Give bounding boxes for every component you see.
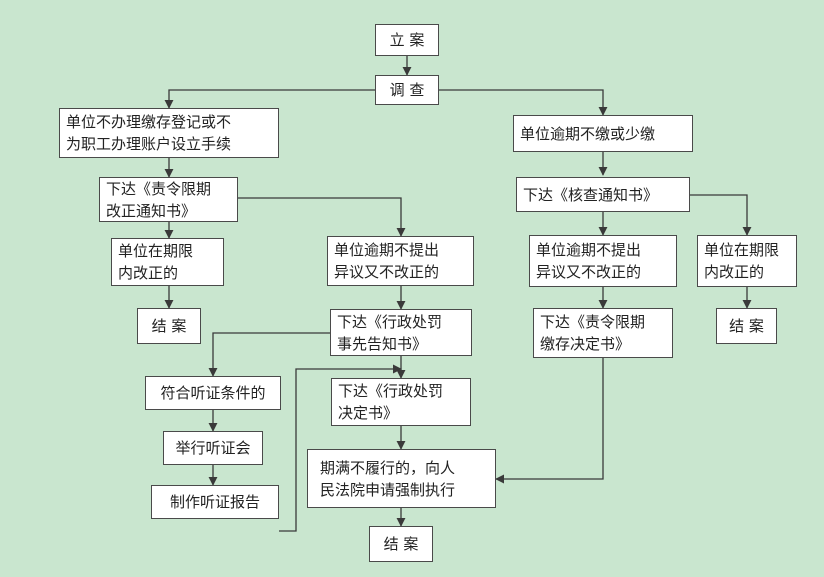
node-right-no-objection: 单位逾期不提出 异议又不改正的 bbox=[529, 235, 677, 287]
connector-order-to-no-objection bbox=[238, 197, 406, 237]
node-admin-penalty-prior-notice: 下达《行政处罚 事先告知书》 bbox=[330, 309, 472, 356]
connector-verify-to-right-corrected bbox=[690, 194, 752, 236]
node-order-correction: 下达《责令限期 改正通知书》 bbox=[99, 177, 238, 222]
node-admin-penalty-decision: 下达《行政处罚 决定书》 bbox=[331, 378, 471, 426]
connector-report-to-decision bbox=[279, 364, 402, 532]
node-hold-hearing: 举行听证会 bbox=[163, 431, 263, 465]
node-overdue-apply-court: 期满不履行的，向人 民法院申请强制执行 bbox=[307, 449, 496, 508]
node-hearing-report: 制作听证报告 bbox=[151, 485, 279, 519]
node-file-case: 立 案 bbox=[375, 24, 439, 56]
node-right-corrected-in-time: 单位在期限 内改正的 bbox=[697, 235, 797, 287]
node-left-corrected-in-time: 单位在期限 内改正的 bbox=[111, 238, 224, 286]
node-close-left: 结 案 bbox=[137, 308, 201, 344]
node-left-branch-cause: 单位不办理缴存登记或不 为职工办理账户设立手续 bbox=[59, 108, 279, 158]
node-right-branch-cause: 单位逾期不缴或少缴 bbox=[513, 115, 693, 152]
node-close-final: 结 案 bbox=[369, 526, 433, 562]
node-investigate: 调 查 bbox=[375, 75, 439, 105]
connector-deposit-to-court bbox=[495, 358, 604, 484]
node-close-right: 结 案 bbox=[716, 308, 777, 344]
connector-prior-notice-to-hearing bbox=[208, 332, 330, 377]
node-left-no-objection: 单位逾期不提出 异议又不改正的 bbox=[327, 236, 474, 286]
node-verify-notice: 下达《核查通知书》 bbox=[516, 177, 690, 212]
node-hearing-eligible: 符合听证条件的 bbox=[145, 376, 281, 410]
node-deposit-decision: 下达《责令限期 缴存决定书》 bbox=[533, 308, 673, 358]
connector-investigate-to-left-cause bbox=[164, 89, 375, 109]
connector-investigate-to-right-cause bbox=[439, 89, 608, 116]
